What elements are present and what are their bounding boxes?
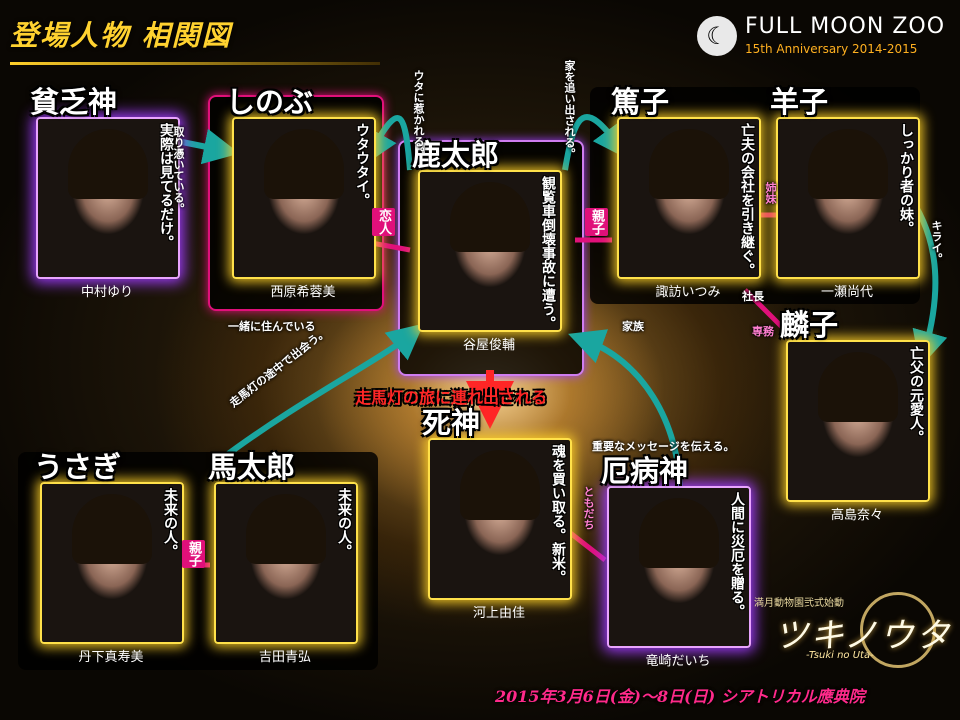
photo-binbougami: 実際は見てるだけ。	[36, 117, 180, 279]
label-juuyou-message: 重要なメッセージを伝える。	[592, 438, 734, 454]
tsuki-no-uta-logo: 満月動物園弐式始動 ツキノウタ -Tsuki no Uta-	[740, 592, 940, 670]
label-ie-wo-oidasareru: 家を追い出される。	[563, 60, 575, 159]
label-shachou: 社長	[742, 288, 764, 304]
actor-yoko: 一瀬尚代	[772, 281, 922, 300]
performance-date: 2015年3月6日(金)〜8日(日) シアトリカル應典院	[495, 683, 865, 707]
tsuki-top-text: 満月動物園弐式始動	[754, 594, 844, 609]
photo-yoko: しっかり者の妹。	[776, 117, 920, 279]
desc-atsuko: 亡夫の会社を引き継ぐ。	[739, 123, 755, 277]
desc-shikataro: 観覧車倒壊事故に遭う。	[540, 176, 556, 330]
name-atsuko: 篤子	[611, 79, 669, 121]
actor-shinobu: 西原希蓉美	[228, 281, 378, 300]
actor-binbougami: 中村ゆり	[32, 281, 182, 300]
desc-shinigami: 魂を買い取る。新米。	[550, 444, 566, 584]
actor-usagi: 丹下真寿美	[36, 646, 186, 665]
name-shinobu: しのぶ	[226, 79, 313, 121]
name-mataro: 馬太郎	[208, 444, 295, 486]
desc-mataro: 未来の人。	[336, 488, 352, 558]
photo-rinko: 亡父の元愛人。	[786, 340, 930, 502]
label-uta-ni-hikareru: ウタに惹かれる。	[412, 70, 424, 158]
photo-yakubyougami: 人間に災厄を贈る。	[607, 486, 751, 648]
name-rinko: 麟子	[780, 302, 838, 344]
name-yakubyougami: 厄病神	[601, 448, 688, 490]
label-oyako-atsuko: 親子	[585, 208, 608, 236]
actor-shinigami: 河上由佳	[424, 602, 574, 621]
name-yoko: 羊子	[770, 79, 828, 121]
label-oyako-usagi: 親子	[182, 540, 205, 568]
desc-rinko: 亡父の元愛人。	[908, 346, 924, 444]
photo-usagi: 未来の人。	[40, 482, 184, 644]
name-shikataro: 鹿太郎	[412, 132, 499, 174]
actor-yakubyougami: 竜崎だいち	[603, 650, 753, 669]
desc-yoko: しっかり者の妹。	[898, 123, 914, 235]
actor-mataro: 吉田青弘	[210, 646, 360, 665]
desc-shinobu: ウタウタイ。	[354, 123, 370, 207]
label-kirai: キライ。	[930, 220, 942, 264]
label-shimai: 姉妹	[764, 182, 776, 204]
name-binbougami: 貧乏神	[30, 79, 117, 121]
tsuki-subtitle: -Tsuki no Uta-	[806, 650, 874, 661]
label-senmu: 専務	[752, 323, 774, 339]
photo-shinigami: 魂を買い取る。新米。	[428, 438, 572, 600]
label-tomodachi: ともだち	[582, 486, 594, 530]
photo-shikataro: 観覧車倒壊事故に遭う。	[418, 170, 562, 332]
photo-shinobu: ウタウタイ。	[232, 117, 376, 279]
label-soumatou-tabi: 走馬灯の旅に連れ出される	[355, 384, 547, 408]
desc-usagi: 未来の人。	[162, 488, 178, 558]
label-toritsuiteiru: 取り憑いている。	[172, 126, 184, 214]
name-usagi: うさぎ	[34, 444, 121, 486]
label-koibito: 恋人	[372, 208, 395, 236]
actor-atsuko: 諏訪いつみ	[613, 281, 763, 300]
label-kazoku: 家族	[622, 318, 644, 334]
photo-atsuko: 亡夫の会社を引き継ぐ。	[617, 117, 761, 279]
actor-shikataro: 谷屋俊輔	[414, 334, 564, 353]
label-issho-ni-sundeiru: 一緒に住んでいる	[228, 318, 315, 334]
photo-mataro: 未来の人。	[214, 482, 358, 644]
actor-rinko: 高島奈々	[782, 504, 932, 523]
